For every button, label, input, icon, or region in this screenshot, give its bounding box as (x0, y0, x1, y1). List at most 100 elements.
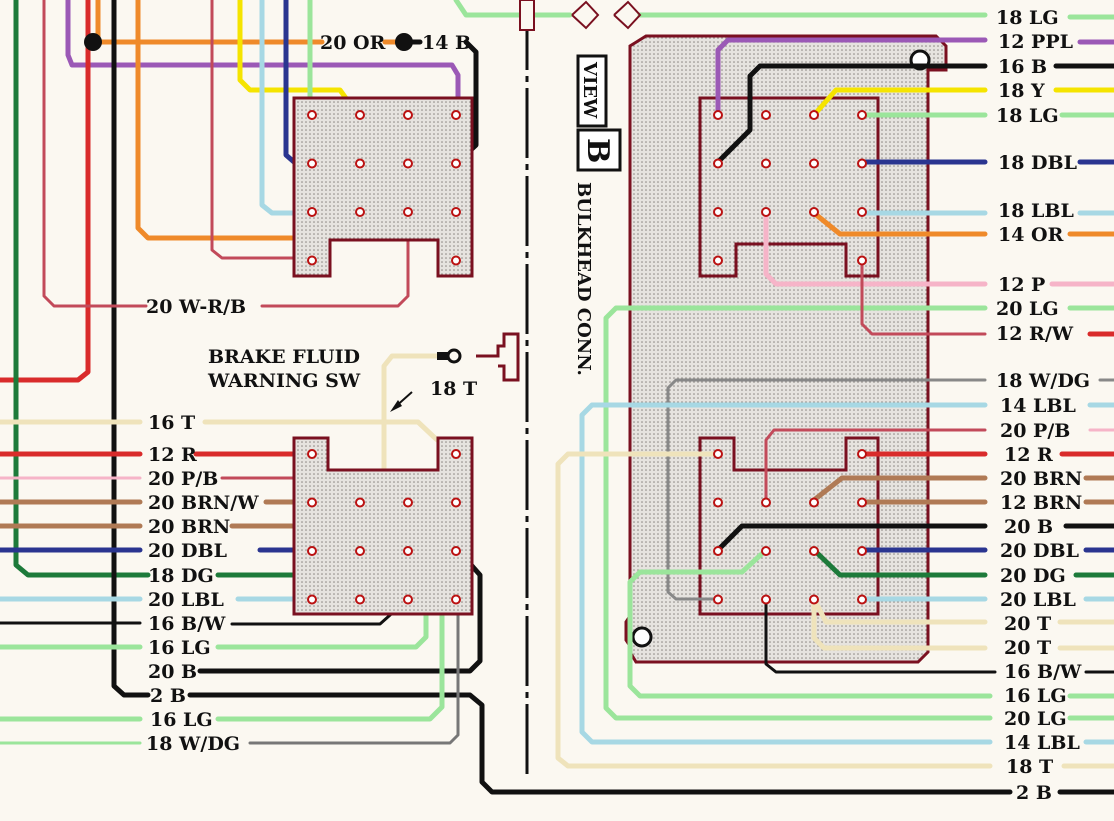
wire-label-left-0: 16 T (148, 412, 195, 434)
connector-pin (809, 207, 819, 217)
wire-label-right-22: 20 T (1004, 637, 1051, 659)
connector-pin (355, 546, 365, 556)
wire-label-left-12: 16 LG (150, 709, 213, 731)
connector-pin (761, 546, 771, 556)
wire-label-left-8: 16 B/W (148, 613, 226, 635)
connector-pin (713, 255, 723, 266)
brake-switch-line2: WARNING SW (207, 370, 361, 392)
connector-pin (761, 110, 771, 120)
wire-label-right-27: 18 T (1006, 756, 1053, 778)
connector-pin (451, 158, 461, 169)
wire-label-right-9: 20 LG (996, 298, 1059, 320)
wire-label-left-10: 20 B (148, 661, 197, 683)
wire-label-right-23: 16 B/W (1004, 661, 1082, 683)
wire-label-left-11: 2 B (150, 685, 186, 707)
connector-pin (307, 546, 317, 556)
connector-pin (857, 594, 867, 605)
connector-pin (451, 497, 461, 508)
connector-pin (355, 497, 365, 508)
connector-pin (713, 594, 723, 605)
wire-label-right-24: 16 LG (1004, 685, 1067, 707)
wire-label-right-18: 20 DBL (1000, 540, 1079, 562)
connector-pin (307, 255, 317, 266)
connector-pin (355, 158, 365, 169)
wire-label-right-15: 20 BRN (1000, 468, 1082, 490)
connector-pin (857, 255, 867, 266)
connector-pin (713, 546, 723, 556)
wire-label-left-2: 20 P/B (148, 468, 218, 490)
connector-pin (713, 449, 723, 459)
wire-label-right-16: 12 BRN (1000, 492, 1082, 514)
label-left-top-0: 20 OR (320, 32, 386, 54)
brake-switch-symbol (437, 332, 520, 382)
view-word: VIEW (579, 61, 600, 119)
connector-pins (307, 110, 867, 605)
connector-pin (713, 207, 723, 217)
left-upper-connector (292, 96, 474, 278)
brake-switch-line1: BRAKE FLUID (208, 346, 360, 368)
wire-label-right-12: 14 LBL (1000, 395, 1076, 417)
wire-label-right-3: 18 Y (998, 80, 1045, 102)
connector-pin (761, 158, 771, 169)
center-divider (519, 0, 642, 776)
connector-pin (307, 594, 317, 605)
wire-label-right-4: 18 LG (996, 105, 1059, 127)
left-lower-connector (292, 436, 474, 616)
connector-pin (403, 546, 413, 556)
wire-label-right-17: 20 B (1004, 516, 1053, 538)
connector-pin (857, 110, 867, 120)
connector-pin (857, 497, 867, 508)
wire-label-right-28: 2 B (1016, 782, 1052, 804)
connector-pin (857, 207, 867, 217)
wire-label-right-11: 18 W/DG (996, 370, 1090, 392)
view-b-label: VIEW B BULKHEAD CONN. (573, 54, 622, 376)
wire-label-right-25: 20 LG (1004, 708, 1067, 730)
wire-label-left-6: 18 DG (148, 565, 214, 587)
wire-label-left-4: 20 BRN (148, 516, 230, 538)
connector-pin (857, 158, 867, 169)
wire-labels: 20 OR 14 B 20 W-R/B BRAKE FLUID WARNING … (146, 7, 1090, 804)
connector-pin (403, 158, 413, 169)
connector-pin (809, 497, 819, 508)
brake-switch-wire: 18 T (430, 378, 477, 400)
view-letter: B (580, 138, 615, 163)
connector-pin (307, 110, 317, 120)
wire-label-right-14: 12 R (1004, 444, 1053, 466)
connector-pin (355, 594, 365, 605)
wire-label-right-19: 20 DG (1000, 565, 1066, 587)
wire-label-right-6: 18 LBL (998, 200, 1074, 222)
connector-pin (355, 110, 365, 120)
right-wires (555, 14, 1114, 795)
connector-pin (451, 110, 461, 120)
wire-label-right-7: 14 OR (998, 224, 1064, 246)
connector-pin (307, 207, 317, 217)
wire-label-right-13: 20 P/B (1000, 420, 1070, 442)
connector-pin (809, 594, 819, 605)
wire-label-right-2: 16 B (998, 56, 1047, 78)
wire-label-left-9: 16 LG (148, 637, 211, 659)
wire-label-right-0: 18 LG (996, 7, 1059, 29)
connector-pin (761, 594, 771, 605)
wire-label-right-10: 12 R/W (996, 323, 1074, 345)
connector-pin (809, 546, 819, 556)
connector-pin (857, 546, 867, 556)
label-left-upper: 20 W-R/B (146, 296, 246, 318)
connector-pin (355, 207, 365, 217)
wire-label-left-1: 12 R (148, 444, 197, 466)
connector-pin (809, 158, 819, 169)
connector-pin (403, 497, 413, 508)
connector-pin (761, 497, 771, 508)
bulkhead-title: BULKHEAD CONN. (573, 182, 594, 376)
connector-pin (713, 110, 723, 120)
connector-pin (403, 207, 413, 217)
wire-label-left-3: 20 BRN/W (148, 492, 259, 514)
wire-label-right-1: 12 PPL (998, 31, 1073, 53)
wire-label-right-20: 20 LBL (1000, 589, 1076, 611)
connector-pin (857, 449, 867, 459)
wire-label-right-21: 20 T (1004, 613, 1051, 635)
wire-label-right-26: 14 LBL (1004, 732, 1080, 754)
connector-pin (713, 497, 723, 508)
wire-label-left-7: 20 LBL (148, 589, 224, 611)
